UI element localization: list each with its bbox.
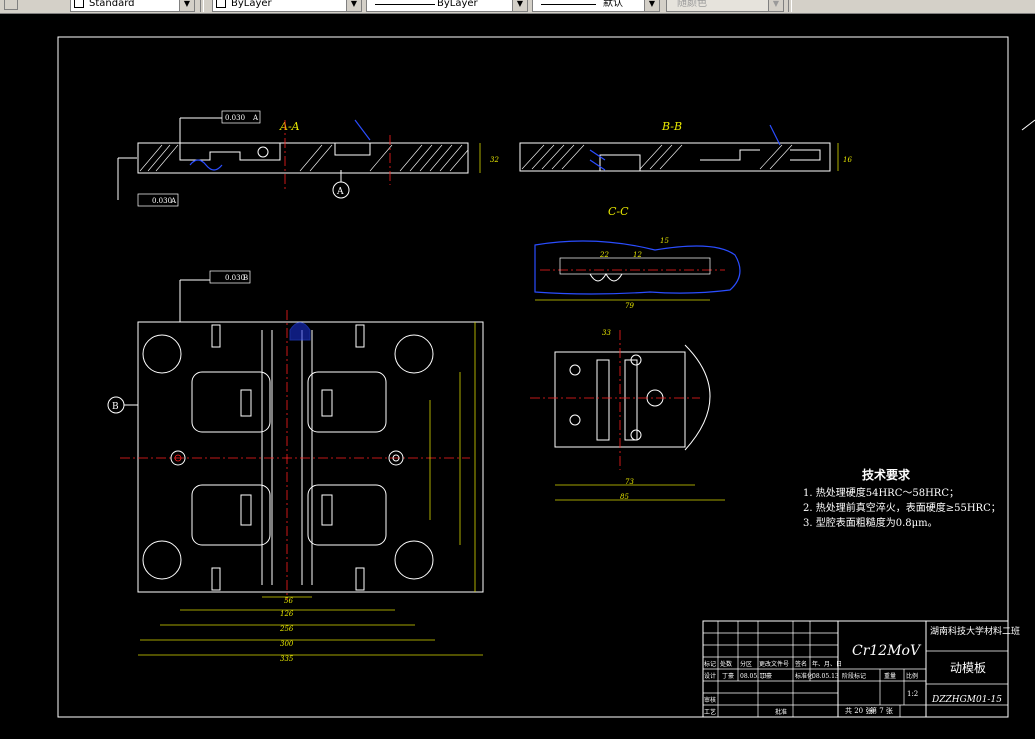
svg-text:分区: 分区: [740, 660, 752, 668]
text-style-select[interactable]: Standard ▼: [70, 0, 195, 12]
svg-text:08.05.13: 08.05.13: [740, 673, 767, 680]
chevron-down-icon[interactable]: ▼: [346, 0, 361, 11]
school-label: 湖南科技大学材料二班: [930, 625, 1020, 637]
color-select[interactable]: ByLayer ▼: [212, 0, 362, 12]
svg-text:年、月、日: 年、月、日: [812, 660, 842, 668]
section-cc-view: C-C 79 22 12 15: [534, 205, 741, 310]
part-name-label: 动模板: [950, 661, 986, 675]
toolbar-separator: [200, 0, 204, 12]
svg-text:73: 73: [625, 478, 634, 486]
section-bb-view: B-B 16: [519, 120, 852, 172]
title-block: Cr12MoV 湖南科技大学材料二班 动模板 DZZHGM01-15 1:2 共…: [702, 620, 1020, 718]
detail-view: 73 85 33: [530, 329, 725, 501]
svg-text:126: 126: [280, 610, 294, 618]
svg-text:第 7 张: 第 7 张: [870, 706, 893, 715]
svg-text:16: 16: [843, 156, 852, 164]
svg-text:共 20 张: 共 20 张: [845, 706, 872, 715]
svg-text:0.030: 0.030: [152, 197, 172, 205]
chevron-down-icon[interactable]: ▼: [512, 0, 527, 11]
main-plan-view: 0.030 B B 56 126 256 300 335: [107, 270, 484, 663]
svg-text:批准: 批准: [775, 708, 787, 716]
drawing-number: DZZHGM01-15: [931, 695, 1002, 705]
svg-text:85: 85: [620, 493, 629, 501]
svg-text:0.030: 0.030: [225, 274, 245, 282]
svg-text:工艺: 工艺: [704, 708, 716, 716]
svg-text:C-C: C-C: [608, 205, 629, 218]
linetype-select[interactable]: ByLayer ▼: [366, 0, 528, 12]
ucs-axis-mark: [1021, 119, 1035, 131]
svg-text:标准化: 标准化: [795, 672, 813, 680]
technical-requirements: 技术要求 1. 热处理硬度54HRC～58HRC； 2. 热处理前真空淬火，表面…: [803, 467, 1001, 529]
section-aa-label: A-A: [279, 120, 300, 133]
svg-text:B-B: B-B: [661, 120, 682, 133]
svg-text:335: 335: [280, 655, 294, 663]
lineweight-select[interactable]: 默认 ▼: [532, 0, 660, 12]
linetype-preview-icon: [375, 4, 435, 5]
svg-text:15: 15: [660, 237, 669, 245]
svg-text:B: B: [243, 274, 248, 282]
svg-text:处数: 处数: [720, 660, 732, 668]
plotstyle-select: 随颜色 ▼: [666, 0, 784, 12]
svg-text:阶段标记: 阶段标记: [842, 672, 866, 680]
svg-text:0.030: 0.030: [225, 114, 245, 122]
svg-text:256: 256: [279, 625, 294, 633]
text-style-icon[interactable]: [4, 0, 18, 10]
svg-text:审核: 审核: [704, 696, 716, 704]
color-swatch-icon: [216, 0, 226, 8]
svg-text:标记: 标记: [704, 660, 716, 668]
toolbar-separator: [788, 0, 792, 12]
drawing-border: [57, 36, 1009, 718]
svg-text:比例: 比例: [906, 672, 918, 680]
scale-label: 1:2: [907, 690, 918, 698]
svg-text:设计: 设计: [704, 672, 716, 680]
svg-text:08.05.13: 08.05.13: [812, 673, 839, 680]
svg-text:签名: 签名: [795, 660, 807, 668]
tech-req-item: 1. 热处理硬度54HRC～58HRC；: [803, 486, 959, 499]
svg-text:33: 33: [602, 329, 611, 337]
section-aa-view: A-A 0.030 A 0.030 A A 32: [117, 110, 499, 207]
chevron-down-icon: ▼: [768, 0, 783, 11]
svg-text:12: 12: [633, 251, 642, 259]
svg-text:更改文件号: 更改文件号: [759, 660, 789, 668]
svg-text:丁豪: 丁豪: [760, 672, 772, 680]
material-label: Cr12MoV: [852, 643, 922, 659]
svg-text:56: 56: [284, 597, 293, 605]
svg-text:79: 79: [625, 302, 634, 310]
svg-text:丁豪: 丁豪: [722, 672, 734, 680]
svg-text:22: 22: [599, 251, 609, 259]
tech-req-title: 技术要求: [862, 467, 911, 482]
svg-text:32: 32: [490, 156, 499, 164]
svg-text:A: A: [170, 197, 177, 205]
chevron-down-icon[interactable]: ▼: [179, 0, 194, 11]
svg-text:300: 300: [280, 640, 294, 648]
svg-text:A: A: [336, 187, 344, 197]
svg-text:B: B: [112, 402, 119, 412]
lineweight-preview-icon: [541, 4, 596, 5]
svg-text:A: A: [252, 114, 259, 122]
svg-text:重量: 重量: [884, 672, 896, 680]
properties-toolbar: Standard ▼ ByLayer ▼ ByLayer ▼ 默认 ▼ 随颜色 …: [0, 0, 1035, 14]
chevron-down-icon[interactable]: ▼: [644, 0, 659, 11]
tech-req-item: 3. 型腔表面粗糙度为0.8μm。: [803, 516, 938, 529]
tech-req-item: 2. 热处理前真空淬火，表面硬度≥55HRC；: [803, 501, 1001, 514]
style-swatch-icon: [74, 0, 84, 8]
